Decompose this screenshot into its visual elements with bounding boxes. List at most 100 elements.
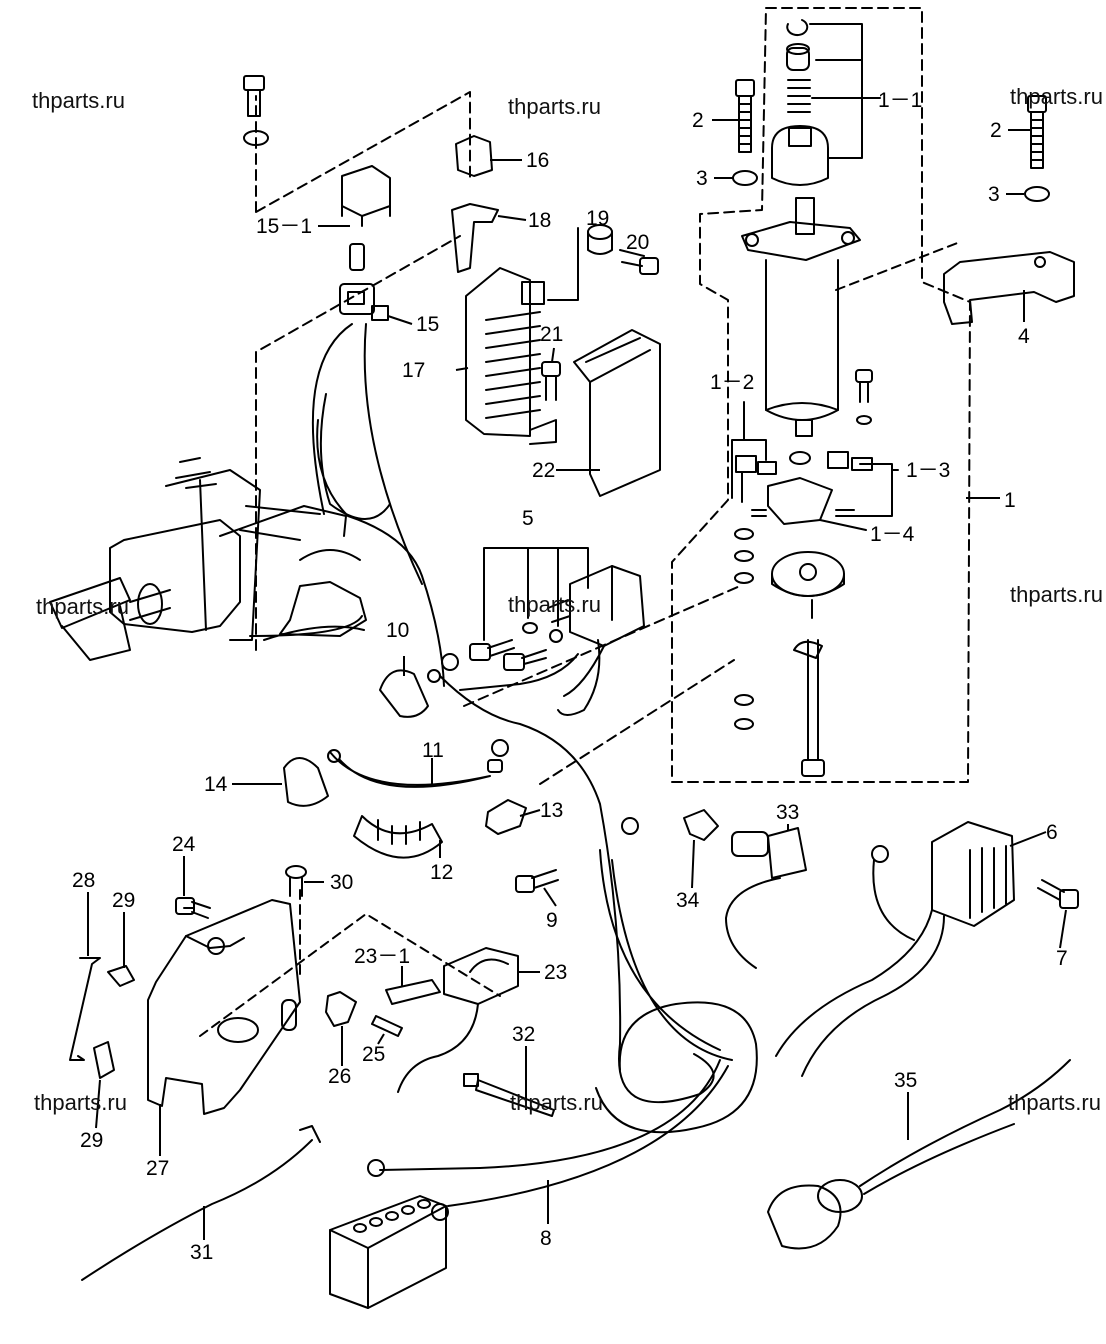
bolt-30 bbox=[285, 865, 307, 897]
callout-15: 15 bbox=[416, 313, 440, 336]
cable-main bbox=[316, 393, 715, 1104]
callout-28: 28 bbox=[72, 869, 96, 892]
callout-30: 30 bbox=[330, 871, 354, 894]
callout-34: 34 bbox=[676, 889, 700, 912]
leader-1-1 bbox=[809, 23, 881, 159]
washer-3-left bbox=[732, 170, 758, 186]
switch-35 bbox=[767, 1059, 1071, 1250]
through-bolt bbox=[793, 599, 825, 777]
bolt-7 bbox=[1037, 879, 1079, 909]
callout-13: 13 bbox=[540, 799, 564, 822]
leader-1-4 bbox=[819, 519, 867, 531]
callout-21: 21 bbox=[540, 323, 564, 346]
callout-15-1: 15－1 bbox=[256, 215, 313, 238]
callout-26: 26 bbox=[328, 1065, 352, 1088]
washer-3-right bbox=[1024, 186, 1050, 202]
callout-14: 14 bbox=[204, 773, 228, 796]
fuse-15-1 bbox=[349, 243, 365, 271]
starter-group-boundary bbox=[671, 7, 971, 783]
watermark: thparts.ru bbox=[1010, 582, 1103, 607]
callout-1: 1 bbox=[1004, 489, 1016, 512]
watermark: thparts.ru bbox=[1010, 84, 1103, 109]
bolt-2-left bbox=[735, 79, 755, 153]
relay bbox=[341, 165, 391, 227]
bolt-24 bbox=[175, 897, 211, 919]
callout-10: 10 bbox=[386, 619, 410, 642]
switch-33 bbox=[725, 827, 807, 969]
dashed-relay-link bbox=[255, 235, 461, 651]
callout-9: 9 bbox=[546, 909, 558, 932]
callout-2-left: 2 bbox=[692, 109, 704, 132]
regulator-6 bbox=[775, 821, 1015, 1077]
callout-33: 33 bbox=[776, 801, 800, 824]
rectifier-17 bbox=[465, 267, 557, 445]
callout-27: 27 bbox=[146, 1157, 170, 1180]
hose-12 bbox=[353, 815, 443, 859]
callout-22: 22 bbox=[532, 459, 556, 482]
watermark: thparts.ru bbox=[34, 1090, 127, 1115]
cap-10 bbox=[379, 669, 429, 718]
callout-2-right: 2 bbox=[990, 119, 1002, 142]
terminal-13 bbox=[485, 739, 527, 835]
watermark: thparts.ru bbox=[508, 592, 601, 617]
ignition-coil bbox=[547, 565, 645, 697]
callout-20: 20 bbox=[626, 231, 650, 254]
starter-motor bbox=[741, 197, 861, 437]
watermark: thparts.ru bbox=[508, 94, 601, 119]
callout-4: 4 bbox=[1018, 325, 1030, 348]
callout-5: 5 bbox=[522, 507, 534, 530]
callout-19: 19 bbox=[586, 207, 610, 230]
washer-starter-bottom bbox=[789, 451, 811, 465]
callout-23: 23 bbox=[544, 961, 568, 984]
relay-16-bracket bbox=[455, 135, 493, 177]
callout-11: 11 bbox=[422, 739, 444, 762]
watermark: thparts.ru bbox=[32, 88, 125, 113]
bracket-4 bbox=[943, 251, 1075, 325]
callout-23-1: 23－1 bbox=[354, 945, 411, 968]
callout-1-4: 1－4 bbox=[870, 523, 915, 546]
clip-29-bottom bbox=[93, 1041, 115, 1079]
small-bolt bbox=[855, 369, 873, 425]
pin-25 bbox=[371, 1015, 403, 1037]
callout-35: 35 bbox=[894, 1069, 918, 1092]
callout-16: 16 bbox=[526, 149, 550, 172]
callout-1-2: 1－2 bbox=[710, 371, 755, 394]
callout-6: 6 bbox=[1046, 821, 1058, 844]
rod-28 bbox=[69, 957, 101, 1061]
cover-22 bbox=[573, 329, 661, 497]
fuse-holder-15 bbox=[311, 283, 423, 585]
starter-end-cover bbox=[771, 551, 845, 597]
callout-3-right: 3 bbox=[988, 183, 1000, 206]
battery bbox=[329, 1195, 447, 1309]
washers-stack bbox=[734, 528, 754, 730]
callout-1-1: 1－1 bbox=[878, 89, 923, 112]
callout-31: 31 bbox=[190, 1241, 214, 1264]
cable-11 bbox=[329, 751, 491, 788]
leader-1-2 bbox=[731, 401, 767, 499]
watermark: thparts.ru bbox=[510, 1090, 603, 1115]
watermark: thparts.ru bbox=[36, 594, 129, 619]
callout-24: 24 bbox=[172, 833, 196, 856]
part-26 bbox=[325, 991, 357, 1027]
callout-25: 25 bbox=[362, 1043, 386, 1066]
leader-1-3 bbox=[849, 463, 899, 517]
boot-14 bbox=[283, 757, 329, 807]
callout-7: 7 bbox=[1056, 947, 1068, 970]
callout-8: 8 bbox=[540, 1227, 552, 1250]
callout-3-left: 3 bbox=[696, 167, 708, 190]
callout-29-bottom: 29 bbox=[80, 1129, 104, 1152]
part-23 bbox=[397, 947, 519, 1093]
plate-27 bbox=[147, 899, 301, 1115]
callout-29-top: 29 bbox=[112, 889, 136, 912]
bolt-21 bbox=[541, 361, 561, 401]
plug-23-1 bbox=[385, 979, 441, 1005]
relay-group-boundary bbox=[255, 91, 471, 213]
pinion-parts bbox=[771, 19, 829, 186]
callout-32: 32 bbox=[512, 1023, 536, 1046]
clip-34 bbox=[683, 809, 719, 841]
bracket-18 bbox=[451, 203, 499, 273]
callout-18: 18 bbox=[528, 209, 552, 232]
callout-12: 12 bbox=[430, 861, 454, 884]
